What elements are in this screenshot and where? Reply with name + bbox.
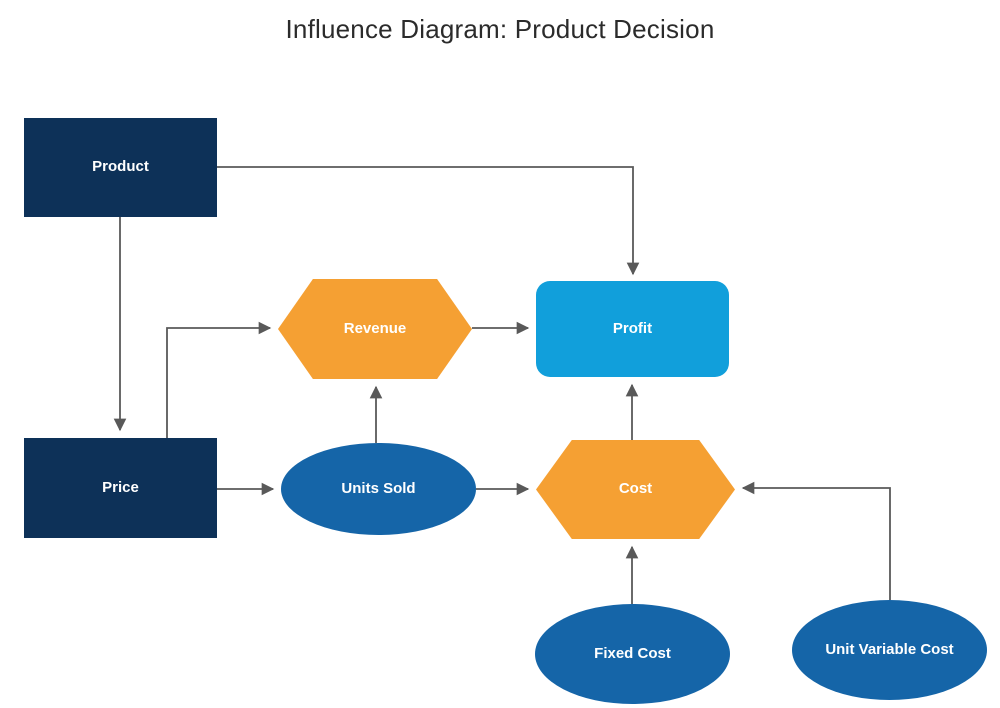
node-revenue[interactable]: Revenue bbox=[278, 279, 472, 379]
node-label-revenue: Revenue bbox=[343, 319, 407, 337]
node-fixed_cost[interactable]: Fixed Cost bbox=[535, 604, 730, 704]
node-product[interactable]: Product bbox=[24, 118, 217, 217]
node-units_sold[interactable]: Units Sold bbox=[281, 443, 476, 535]
node-label-fixed_cost: Fixed Cost bbox=[594, 644, 671, 662]
node-label-profit: Profit bbox=[612, 319, 653, 337]
node-price[interactable]: Price bbox=[24, 438, 217, 538]
edge-product-to-profit bbox=[217, 166, 640, 276]
node-label-cost: Cost bbox=[618, 480, 653, 498]
node-label-price: Price bbox=[102, 478, 139, 496]
node-unit_var_cost[interactable]: Unit Variable Cost bbox=[792, 600, 987, 700]
node-cost[interactable]: Cost bbox=[536, 440, 735, 539]
node-label-units_sold: Units Sold bbox=[341, 479, 416, 497]
edge-unit-var-cost-to-cost bbox=[741, 481, 891, 600]
node-label-product: Product bbox=[92, 158, 149, 176]
node-profit[interactable]: Profit bbox=[536, 281, 729, 377]
edge-price-to-revenue bbox=[166, 321, 272, 438]
node-label-unit_var_cost: Unit Variable Cost bbox=[825, 640, 954, 658]
diagram-title: Influence Diagram: Product Decision bbox=[285, 14, 715, 44]
